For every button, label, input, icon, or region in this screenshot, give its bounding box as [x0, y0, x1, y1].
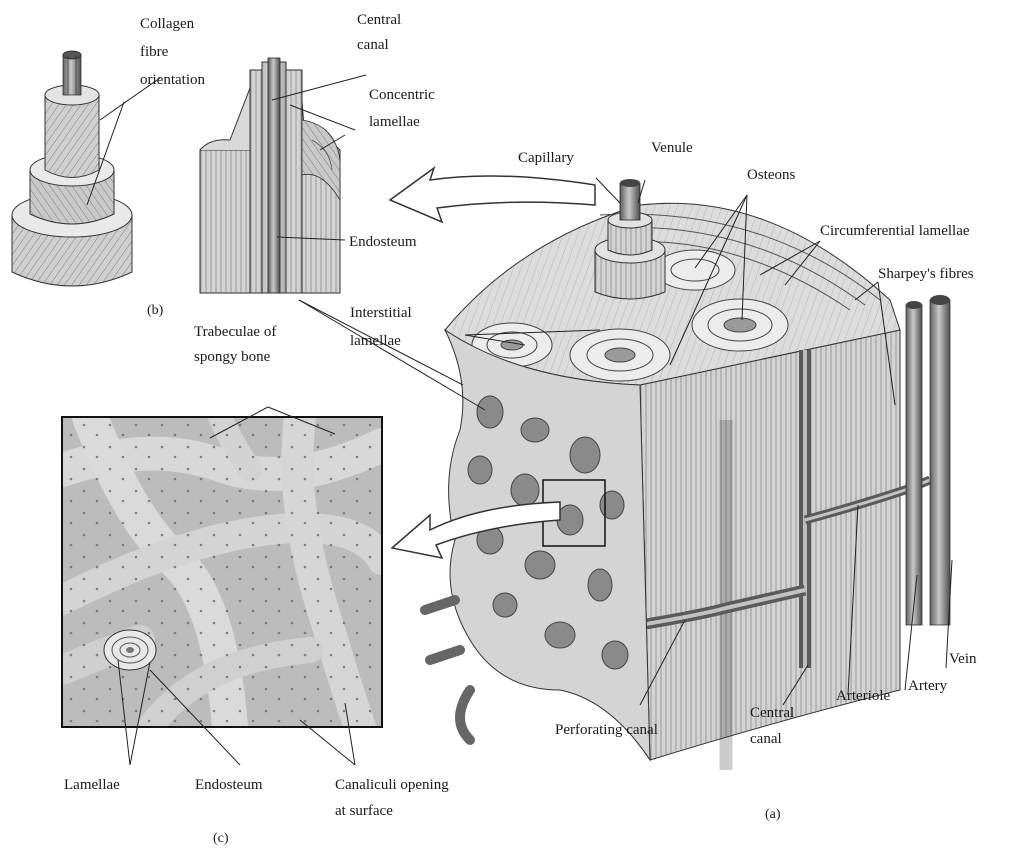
label-collagen-fibre-orientation: Collagen fibre orientation [140, 14, 205, 91]
compact-bone-wedge [425, 179, 950, 770]
artery-and-vein [906, 295, 950, 625]
label-panel-c: (c) [213, 828, 229, 849]
osteon-section-block [200, 58, 340, 293]
label-osteons: Osteons [747, 165, 795, 186]
label-lamellae-c: Lamellae [64, 775, 120, 796]
label-endosteum-b: Endosteum [349, 232, 417, 253]
label-central-canal-a: Central canal [750, 703, 794, 750]
label-vein: Vein [949, 649, 977, 670]
collagen-lamellae-cylinder [12, 51, 132, 286]
label-circumferential-lamellae: Circumferential lamellae [820, 221, 970, 242]
label-sharpeys-fibres: Sharpey's fibres [878, 264, 974, 285]
label-panel-a: (a) [765, 804, 781, 825]
label-arteriole: Arteriole [836, 686, 890, 707]
label-canaliculi-opening: Canaliculi opening at surface [335, 775, 449, 822]
label-capillary: Capillary [518, 148, 574, 169]
label-interstitial-lamellae: Interstitial lamellae [350, 303, 412, 352]
label-concentric-lamellae: Concentric lamellae [369, 85, 435, 133]
label-endosteum-c: Endosteum [195, 775, 263, 796]
label-artery: Artery [908, 676, 947, 697]
label-venule: Venule [651, 138, 693, 159]
label-perforating-canal: Perforating canal [555, 720, 658, 741]
lamellae-cross-section [104, 630, 156, 670]
label-panel-b: (b) [147, 300, 163, 321]
trabeculae-closeup [62, 417, 382, 727]
label-central-canal-b: Central canal [357, 10, 401, 56]
label-trabeculae-spongy-bone: Trabeculae of spongy bone [194, 322, 276, 368]
